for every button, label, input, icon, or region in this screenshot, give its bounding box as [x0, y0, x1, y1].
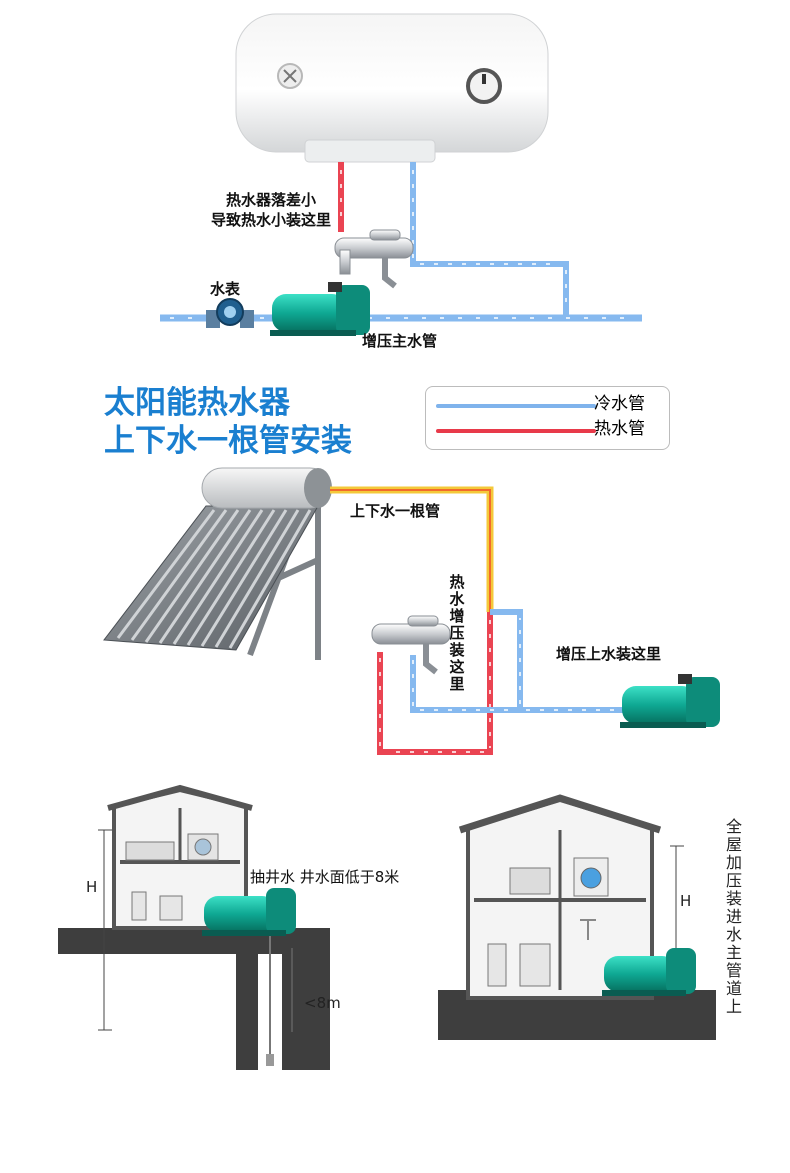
well-note: 抽井水 井水面低于8米 [250, 868, 400, 886]
well-height-label: H [86, 878, 98, 896]
whole-house [438, 794, 716, 1040]
hot-boost-label: 热水增压装这里 [449, 573, 465, 693]
booster-pump-icon [602, 948, 696, 996]
heater-note-line2: 导致热水小装这里 [210, 211, 331, 229]
water-meter-icon [206, 298, 254, 328]
well-house [58, 784, 330, 1070]
booster-pump-icon [620, 674, 720, 728]
solar-hot-pipe [377, 612, 493, 755]
booster-pump-icon [202, 888, 296, 936]
heater-note: 热水器落差小 导致热水小装这里 [196, 190, 346, 230]
single-supply-pipe [330, 486, 494, 612]
section-title-line1: 太阳能热水器 [104, 385, 290, 421]
faucet-icon [334, 229, 414, 289]
hot-pipe-swatch [436, 429, 596, 433]
whole-house-note: 全屋加压装进水主管道上 [725, 817, 742, 1016]
heater-note-line1: 热水器落差小 [225, 191, 316, 209]
solar-cold-pipe [410, 609, 630, 713]
pipe-legend: 冷水管 热水管 [425, 386, 670, 450]
supply-boost-label: 增压上水装这里 [556, 645, 662, 663]
well-depth-label: <8m [304, 994, 341, 1012]
water-meter-label: 水表 [210, 280, 241, 298]
section-title-line2: 上下水一根管安装 [104, 423, 352, 459]
main-pipe-label: 增压主水管 [362, 332, 438, 350]
cold-water-pipe [410, 162, 569, 317]
booster-pump-icon [270, 282, 370, 336]
cold-pipe-swatch [436, 404, 596, 408]
cold-pipe-legend-label: 冷水管 [594, 394, 645, 414]
solar-water-heater [103, 467, 332, 660]
electric-water-heater [235, 13, 549, 163]
house-height-label: H [680, 892, 692, 910]
hot-pipe-legend-label: 热水管 [594, 419, 645, 439]
single-pipe-label: 上下水一根管 [350, 502, 441, 520]
faucet-icon [371, 615, 451, 675]
